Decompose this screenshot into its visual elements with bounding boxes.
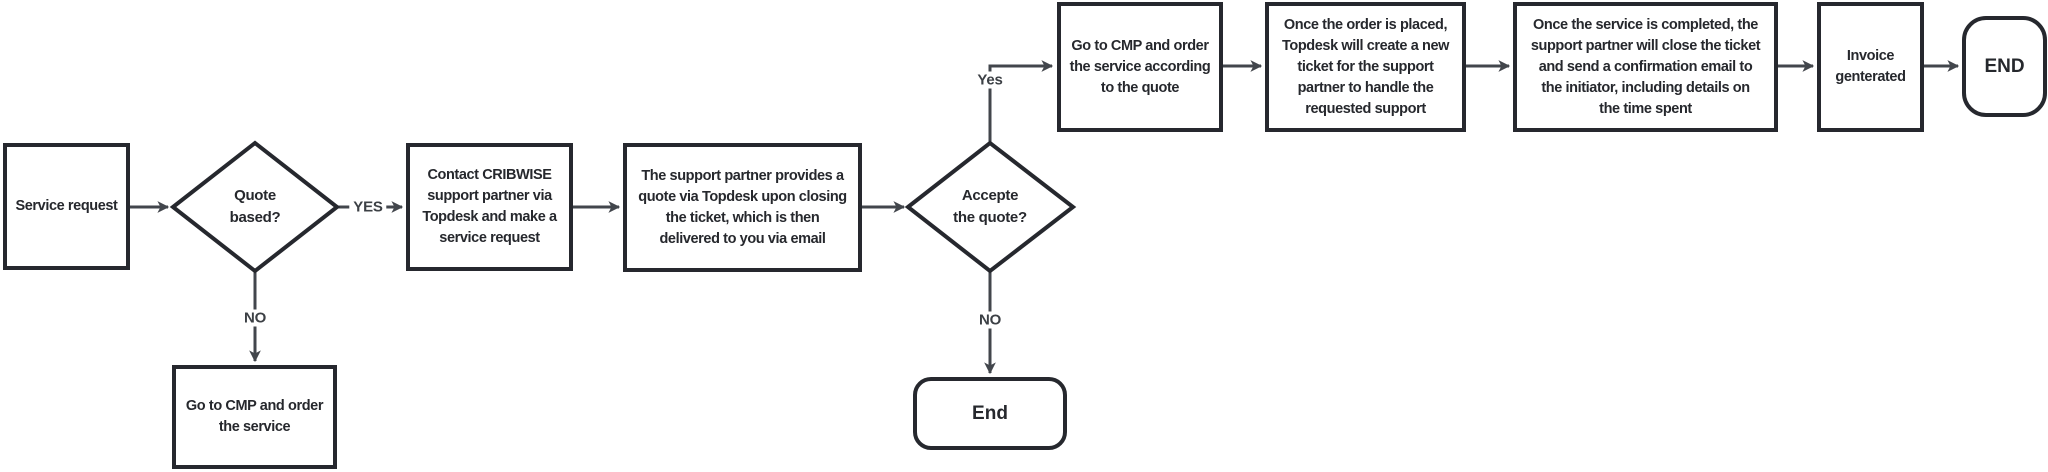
node-go-to-cmp-quote: Go to CMP and order the service accordin… <box>1057 2 1223 132</box>
connector-accept-yes-to-cmp-quote <box>988 60 1054 143</box>
node-contact-cribwise: Contact CRIBWISE support partner via Top… <box>406 143 573 271</box>
node-end-bottom: End <box>913 377 1067 450</box>
node-quote-provided: The support partner provides a quote via… <box>623 143 862 272</box>
node-invoice-generated: Invoice genterated <box>1817 2 1924 132</box>
node-contact-cribwise-label: Contact CRIBWISE support partner via Top… <box>422 167 557 246</box>
decision-accept-quote-shape <box>904 140 1077 274</box>
edge-label-quote-based-yes: YES <box>349 198 387 216</box>
node-end-top-label: END <box>1984 56 2025 77</box>
node-go-to-cmp-quote-label: Go to CMP and order the service accordin… <box>1069 37 1211 96</box>
decision-quote-based-shape <box>169 140 341 274</box>
node-end-top: END <box>1962 16 2047 117</box>
node-go-to-cmp-service: Go to CMP and order the service <box>172 365 337 469</box>
node-service-completed-label: Once the service is completed, the suppo… <box>1530 16 1761 117</box>
node-quote-provided-label: The support partner provides a quote via… <box>638 167 847 247</box>
node-end-bottom-label: End <box>972 403 1008 424</box>
node-service-request-label: Service request <box>15 198 118 214</box>
node-service-completed: Once the service is completed, the suppo… <box>1513 2 1778 132</box>
node-order-placed-label: Once the order is placed, Topdesk will c… <box>1281 16 1450 117</box>
edge-label-accept-quote-yes: Yes <box>973 71 1007 89</box>
decision-accept-quote-label: Accepte the quote? <box>953 187 1027 226</box>
edge-label-accept-quote-no: NO <box>974 311 1006 329</box>
node-service-request: Service request <box>3 143 130 270</box>
edge-label-quote-based-no: NO <box>239 309 271 327</box>
node-order-placed: Once the order is placed, Topdesk will c… <box>1265 2 1466 132</box>
decision-quote-based-label: Quote based? <box>229 187 281 226</box>
node-invoice-generated-label: Invoice genterated <box>1835 48 1906 85</box>
node-go-to-cmp-service-label: Go to CMP and order the service <box>185 398 324 435</box>
